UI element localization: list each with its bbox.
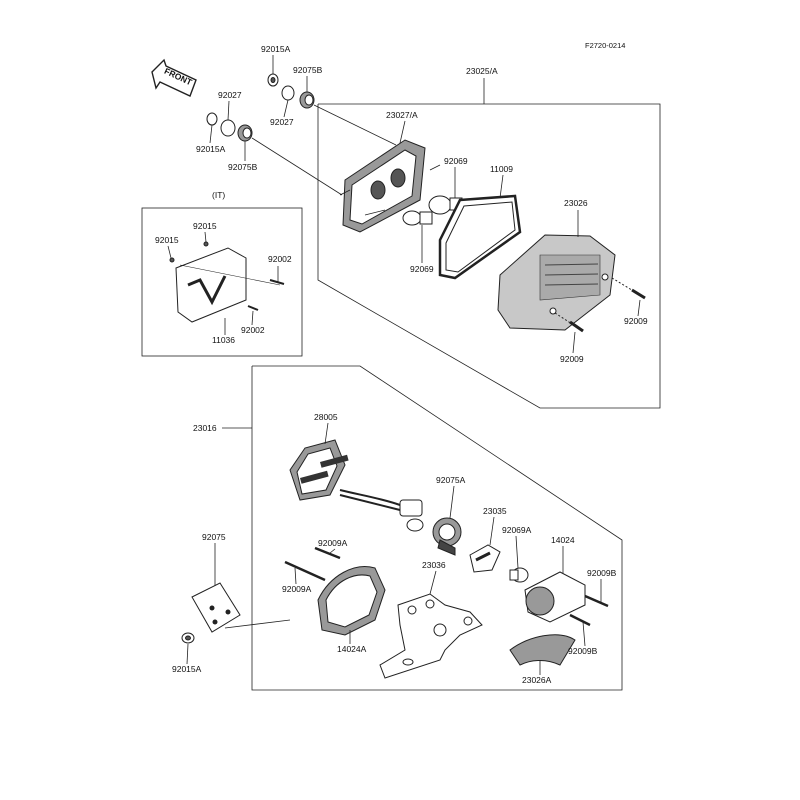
label-92075A: 92075A (436, 475, 466, 485)
plate-11036 (175, 247, 281, 323)
label-92009B-bottom: 92009B (568, 646, 598, 656)
washer-92075B-left (237, 124, 253, 142)
lamp-housing-14024 (524, 571, 586, 623)
label-92069-top: 92069 (444, 156, 468, 166)
clip-23035 (469, 544, 501, 573)
bulb-92069A (509, 567, 529, 583)
label-92002-inset-bottom: 92002 (241, 325, 265, 335)
front-arrow-icon: FRONT (151, 58, 197, 97)
label-23025A: 23025/A (466, 66, 498, 76)
bolt-92002-bottom (247, 305, 259, 311)
plate-92075 (191, 582, 291, 633)
label-23016: 23016 (193, 423, 217, 433)
label-14024: 14024 (551, 535, 575, 545)
figure-code: F2720-0214 (585, 41, 625, 50)
label-92075B-top: 92075B (293, 65, 323, 75)
wire-lead (339, 489, 424, 532)
label-92027-right: 92027 (270, 117, 294, 127)
socket-92075A (432, 517, 462, 556)
label-92015A-top: 92015A (261, 44, 291, 54)
nut-92015A-bottom (181, 632, 195, 644)
bolt-92002-right (269, 279, 285, 285)
label-23036: 23036 (422, 560, 446, 570)
label-92009A-left: 92009A (282, 584, 312, 594)
label-92009-right: 92009 (624, 316, 648, 326)
assembly-frame-23025 (317, 103, 661, 409)
label-92009A-top: 92009A (318, 538, 348, 548)
label-92075B-left: 92075B (228, 162, 258, 172)
screw-92009-bottom (554, 312, 584, 333)
bracket-23036 (379, 593, 483, 679)
socket-holder-28005 (289, 439, 349, 501)
screw-92009-right (611, 277, 646, 300)
nut-92015A-top (267, 73, 279, 87)
label-92002-inset-right: 92002 (268, 254, 292, 264)
screw-92009A-top (314, 546, 341, 560)
label-92009B-top: 92009B (587, 568, 617, 578)
label-92009-bottom: 92009 (560, 354, 584, 364)
label-92069-bottom: 92069 (410, 264, 434, 274)
screw-92009A-left (284, 560, 326, 582)
label-92027-top: 92027 (218, 90, 242, 100)
inset-frame-it (141, 207, 303, 357)
label-inset-it: (IT) (212, 190, 225, 200)
label-11009: 11009 (490, 164, 513, 174)
label-23027A: 23027/A (386, 110, 418, 120)
screw-92009B-bottom (569, 613, 591, 627)
label-92069A: 92069A (502, 525, 532, 535)
grommet-92027-left (220, 119, 236, 137)
label-14024A: 14024A (337, 644, 367, 654)
gasket-11009 (438, 194, 522, 280)
label-92015A-bottom: 92015A (172, 664, 202, 674)
grommet-92027-top (281, 85, 295, 101)
screw-92015-inset-left (169, 257, 175, 263)
lamp-housing-14024A (317, 566, 386, 636)
lamp-base-23027A (339, 139, 441, 233)
label-23026: 23026 (564, 198, 588, 208)
washer-92075B-top (299, 91, 315, 109)
lens-23026A (509, 634, 576, 666)
screw-92015-inset-top (203, 241, 209, 247)
screw-92009B-top (584, 594, 609, 608)
label-92075: 92075 (202, 532, 226, 542)
nut-92015A-left (206, 112, 218, 126)
label-23026A: 23026A (522, 675, 552, 685)
label-92015A-left: 92015A (196, 144, 226, 154)
label-23035: 23035 (483, 506, 507, 516)
lens-23026 (497, 234, 616, 331)
label-28005: 28005 (314, 412, 338, 422)
label-92015-inset-left: 92015 (155, 235, 179, 245)
bulb-92069-bottom (402, 210, 433, 226)
assembly-frame-23016 (251, 365, 623, 691)
label-92015-inset-top: 92015 (193, 221, 217, 231)
label-11036: 11036 (212, 335, 235, 345)
